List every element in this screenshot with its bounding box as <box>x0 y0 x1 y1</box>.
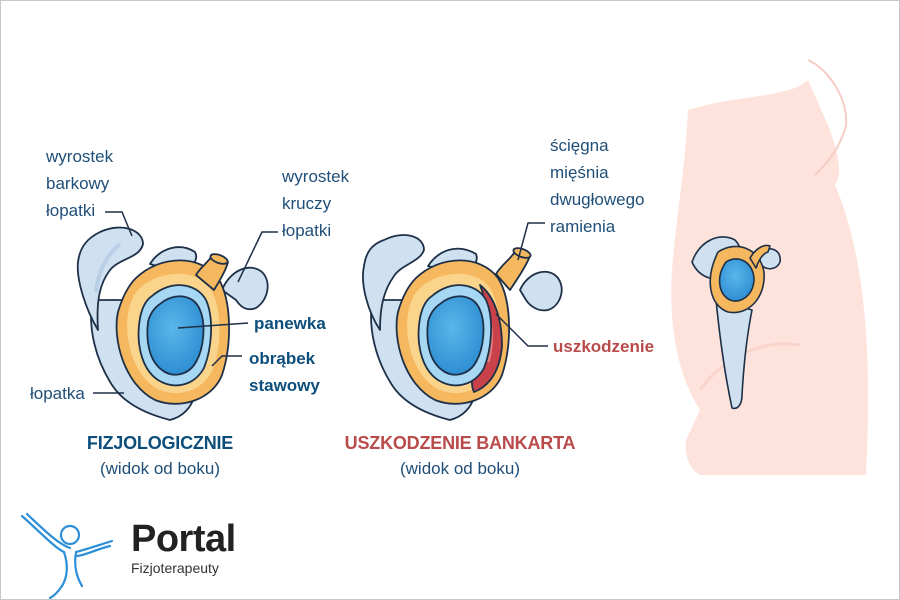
left-acromion <box>76 226 144 331</box>
label-damage: uszkodzenie <box>553 337 655 356</box>
human-figure-icon <box>20 512 114 600</box>
leader-lines <box>93 211 548 394</box>
right-diagram-title: USZKODZENIE BANKARTA (widok od boku) <box>345 430 576 482</box>
right-glenoid <box>426 295 485 376</box>
right-title-text: USZKODZENIE BANKARTA <box>344 433 576 453</box>
left-subtitle-text: (widok od boku) <box>99 459 221 478</box>
left-diagram-title: FIZJOLOGICZNIE (widok od boku) <box>87 430 233 482</box>
label-labrum: obrąbek stawowy <box>249 349 320 395</box>
right-acromion <box>362 234 425 331</box>
right-subtitle-text: (widok od boku) <box>399 459 521 478</box>
left-title-text: FIZJOLOGICZNIE <box>86 433 234 453</box>
left-coracoid <box>221 266 269 311</box>
label-scapula: łopatka <box>30 384 85 403</box>
right-coracoid <box>519 270 563 312</box>
body-shoulder-joint <box>691 236 781 410</box>
left-glenoid <box>146 295 205 376</box>
right-shoulder-diagram <box>362 234 563 421</box>
label-coracoid: wyrostek kruczy łopatki <box>282 167 350 240</box>
label-biceps-tendon: ścięgna mięśnia dwugłowego ramienia <box>550 136 645 236</box>
label-acromion: wyrostek barkowy łopatki <box>46 147 114 220</box>
label-glenoid: panewka <box>254 314 326 333</box>
left-shoulder-diagram <box>76 226 269 421</box>
body-silhouette <box>671 59 869 475</box>
logo-tagline: Fizjoterapeuty <box>131 560 219 576</box>
logo-name: Portal <box>131 518 236 560</box>
